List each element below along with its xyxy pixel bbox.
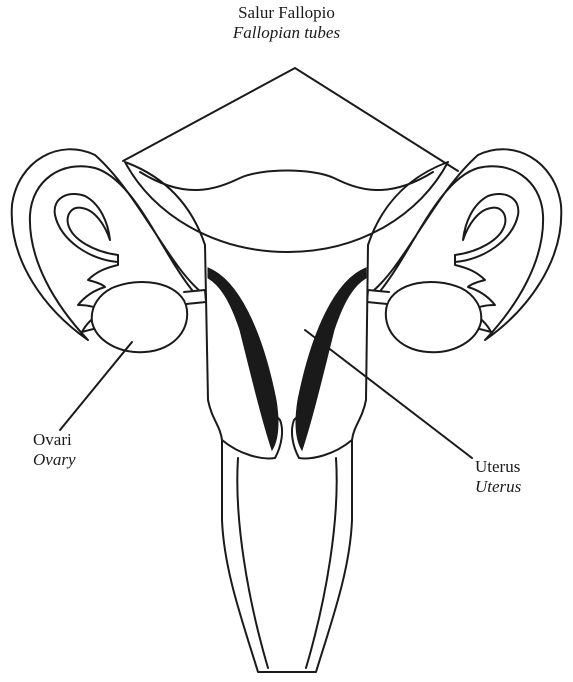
left-ovarian-ligament: [184, 290, 206, 304]
label-fallopian-tubes: Salur Fallopio Fallopian tubes: [0, 3, 573, 43]
label-fallopian-tubes-primary: Salur Fallopio: [0, 3, 573, 23]
left-ovary: [92, 282, 187, 352]
label-uterus-primary: Uterus: [475, 457, 521, 477]
uterus-body: [125, 162, 448, 672]
label-ovary-secondary: Ovary: [33, 450, 75, 470]
uterine-fundus: [140, 171, 433, 191]
right-ovary: [386, 282, 481, 352]
right-fallopian-tube-inner: [455, 194, 518, 262]
left-fallopian-tube-inner: [55, 194, 118, 262]
label-fallopian-tubes-secondary: Fallopian tubes: [0, 23, 573, 43]
label-uterus-secondary: Uterus: [475, 477, 521, 497]
leader-line-fallopian-tubes: [123, 68, 458, 171]
label-ovary-primary: Ovari: [33, 430, 75, 450]
right-ovarian-ligament: [367, 290, 389, 304]
label-ovary: Ovari Ovary: [33, 430, 75, 470]
leader-line-ovary: [60, 342, 132, 430]
label-uterus: Uterus Uterus: [475, 457, 521, 497]
